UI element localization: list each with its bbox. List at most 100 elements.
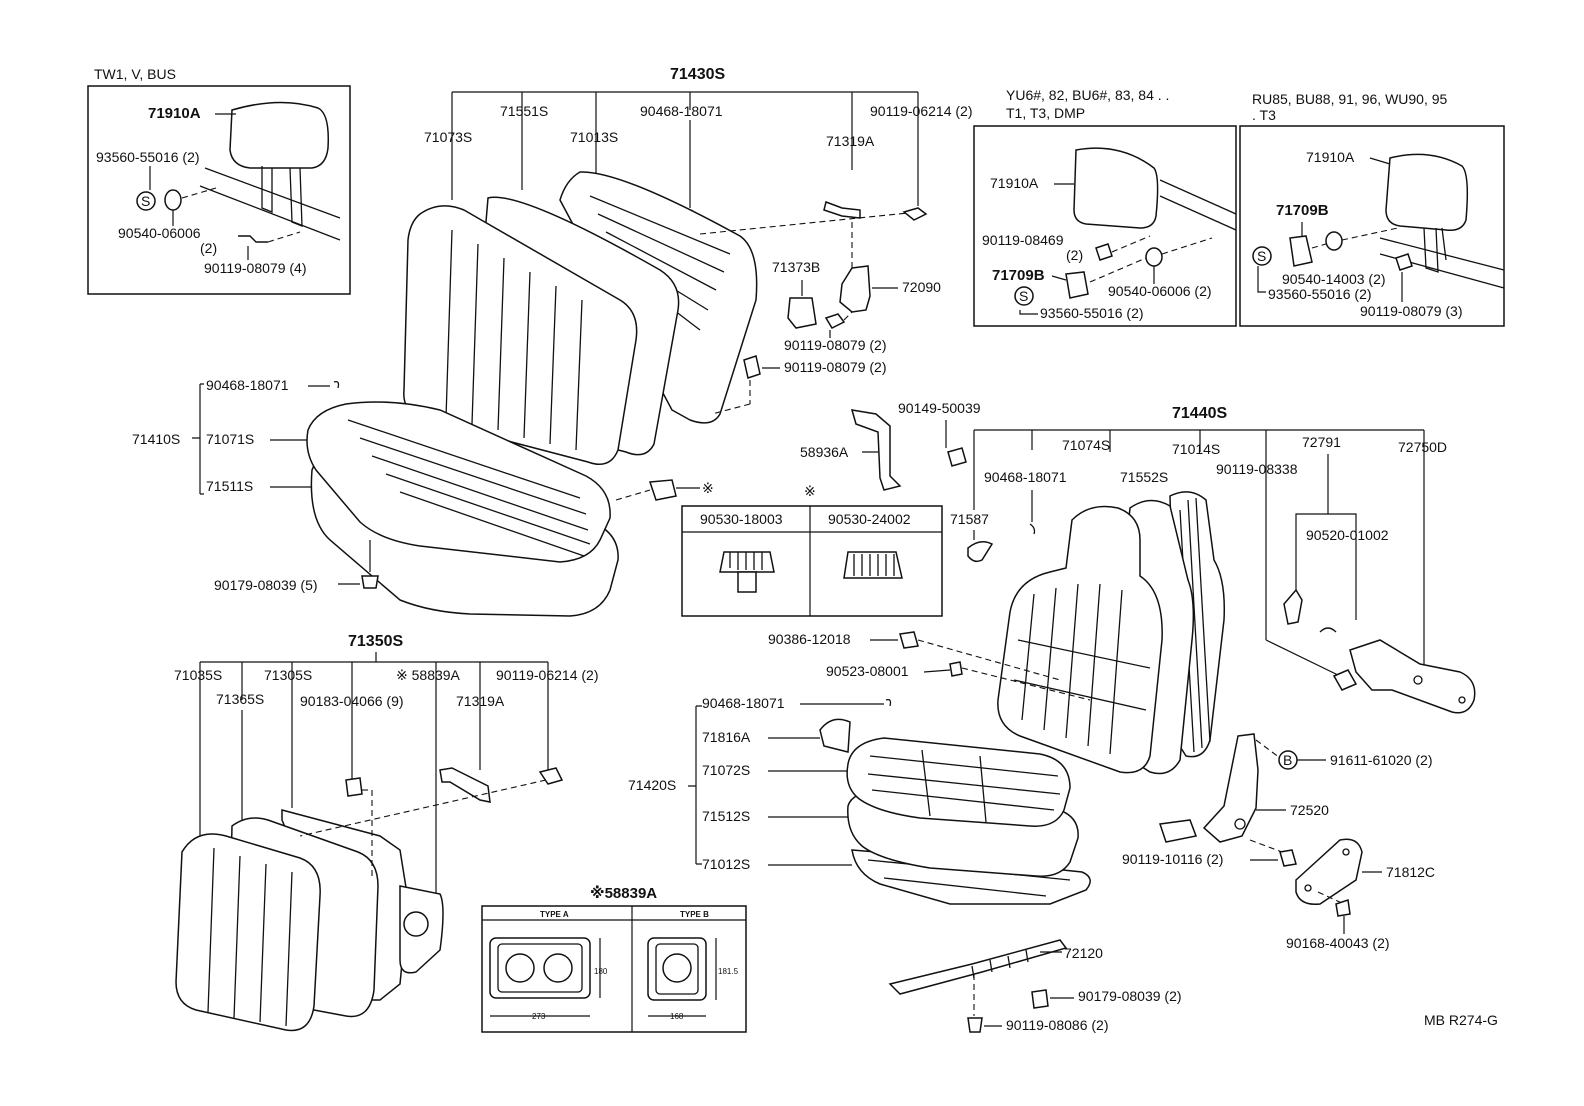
label-71035S: 71035S — [174, 667, 222, 683]
dashed-leader — [961, 667, 1091, 701]
label-90149-50039: 90149-50039 — [898, 400, 981, 416]
headrest-pad — [229, 101, 330, 169]
dashed-leader — [917, 639, 1061, 681]
clip-icon — [1029, 523, 1036, 535]
reference-code: MB R274-G — [1424, 1012, 1498, 1028]
box-frame — [87, 85, 351, 295]
table-frame — [481, 905, 747, 1033]
dashed-leader — [267, 231, 301, 243]
label-71305S: 71305S — [264, 667, 312, 683]
rivet-icon — [1413, 675, 1423, 685]
rivet-icon — [1234, 818, 1246, 830]
label-71319A-top: 71319A — [826, 133, 875, 149]
bench-cushion-group: 90468-18071 71410S 71071S 71511S 90179-0… — [132, 377, 714, 617]
label-71350S: 71350S — [348, 633, 403, 650]
bolt-icon — [743, 355, 761, 379]
box-frame — [973, 125, 1237, 327]
bolt-icon — [1332, 669, 1358, 691]
label-yu-90119-08469: 90119-08469 — [982, 232, 1064, 248]
bench-seat-back-group: 71430S 71073S 71551S 71013S 90468-18071 … — [403, 66, 972, 465]
label-72750D: 72750D — [1398, 439, 1447, 455]
box-frame — [1239, 125, 1505, 327]
guide-71709B — [1065, 271, 1089, 299]
label-yu-line1: YU6#, 82, BU6#, 83, 84 . . — [1006, 87, 1169, 103]
label-93560-55016: 93560-55016 (2) — [96, 149, 200, 165]
type-b-grommet-inner — [655, 943, 699, 995]
grommet-a-stem — [737, 571, 757, 593]
label-yu-71709B: 71709B — [992, 267, 1045, 284]
label-71410S: 71410S — [132, 431, 180, 447]
note-mark: ※ — [702, 480, 714, 496]
type-a-grommet-inner — [497, 943, 583, 993]
label-90530-18003: 90530-18003 — [700, 511, 783, 527]
label-71910A: 71910A — [148, 105, 201, 122]
headrest-mount-rail — [199, 167, 341, 241]
dashed-leader — [711, 403, 751, 415]
cover-pleats — [1021, 583, 1123, 755]
screw-icon — [1395, 253, 1413, 271]
bracket-71410S — [192, 383, 204, 495]
label-71319A-bot: 71319A — [456, 693, 505, 709]
bushing-icon — [1325, 231, 1343, 251]
label-90523-08001: 90523-08001 — [826, 663, 909, 679]
seat-track-72120 — [888, 939, 1068, 995]
cover-pleats — [347, 419, 591, 557]
leader — [1369, 157, 1391, 165]
dashed-leader — [1111, 235, 1151, 253]
label-ru-line1: RU85, BU88, 91, 96, WU90, 95 — [1252, 91, 1448, 107]
cover-seams — [1013, 639, 1151, 711]
label-90119-08079-a: 90119-08079 (2) — [784, 337, 886, 353]
part-71587 — [967, 541, 994, 563]
headrest-pad — [1385, 153, 1469, 232]
cover-71812C — [1295, 838, 1363, 905]
leader — [923, 669, 951, 673]
label-ru-90540-14003: 90540-14003 (2) — [1282, 271, 1386, 287]
nut-icon — [361, 575, 379, 589]
label-90179-08039-bot: 90179-08039 (2) — [1078, 988, 1182, 1004]
s-marker-text: S — [141, 193, 150, 209]
label-71511S: 71511S — [206, 478, 253, 494]
label-71013S: 71013S — [570, 129, 618, 145]
screw-icon — [1095, 243, 1113, 261]
bracket-71350S — [199, 652, 549, 900]
grommet-a-icon — [719, 551, 775, 573]
label-yu-71910A: 71910A — [990, 175, 1039, 191]
headrest-mount-rail — [1159, 179, 1237, 231]
b-marker-text: B — [1283, 752, 1292, 768]
note-mark-2: ※ — [804, 483, 816, 499]
label-58839A-title: ※58839A — [590, 884, 657, 902]
dashed-leader — [1341, 227, 1399, 241]
grommet-b-icon — [843, 551, 903, 579]
screw-icon — [949, 661, 963, 677]
bushing-icon — [1145, 247, 1163, 267]
label-71073S: 71073S — [424, 129, 472, 145]
spacer-s-marker — [1014, 286, 1034, 306]
spacer-s-marker — [1252, 246, 1272, 266]
headrest-ru85-box: RU85, BU88, 91, 96, WU90, 95 . T3 71910A… — [1239, 91, 1505, 327]
clip-90183 — [345, 777, 363, 797]
grommet-hole — [403, 911, 429, 937]
label-90119-08079: 90119-08079 (4) — [204, 260, 306, 276]
label-71430S: 71430S — [670, 66, 725, 83]
label-90468-18071-bot: 90468-18071 — [702, 695, 785, 711]
label-ru-71709B: 71709B — [1276, 202, 1329, 219]
rivet-icon — [1304, 884, 1312, 892]
bucket-cushion-group: 90468-18071 71816A 71420S 71072S 71512S … — [628, 695, 1182, 1033]
label-90530-24002: 90530-24002 — [828, 511, 911, 527]
label-tw1-v-bus: TW1, V, BUS — [94, 66, 176, 82]
cover-seams — [921, 749, 987, 823]
label-71072S: 71072S — [702, 762, 750, 778]
grommet-a-teeth — [729, 552, 763, 570]
dashed-leader — [1311, 243, 1327, 249]
bolt-icon — [902, 207, 928, 221]
cover-pleats — [207, 847, 293, 1027]
bracket-71430S — [451, 91, 853, 200]
label-71074S: 71074S — [1062, 437, 1110, 453]
cover-71816A — [819, 718, 851, 753]
dim-180: 180 — [594, 967, 608, 976]
dim-273: 273 — [532, 1012, 546, 1021]
dim-168: 168 — [670, 1012, 684, 1021]
label-72791: 72791 — [1302, 434, 1341, 450]
rear-seat-back-group: 71350S 71035S 71305S ※ 58839A 90119-0621… — [174, 633, 598, 1032]
